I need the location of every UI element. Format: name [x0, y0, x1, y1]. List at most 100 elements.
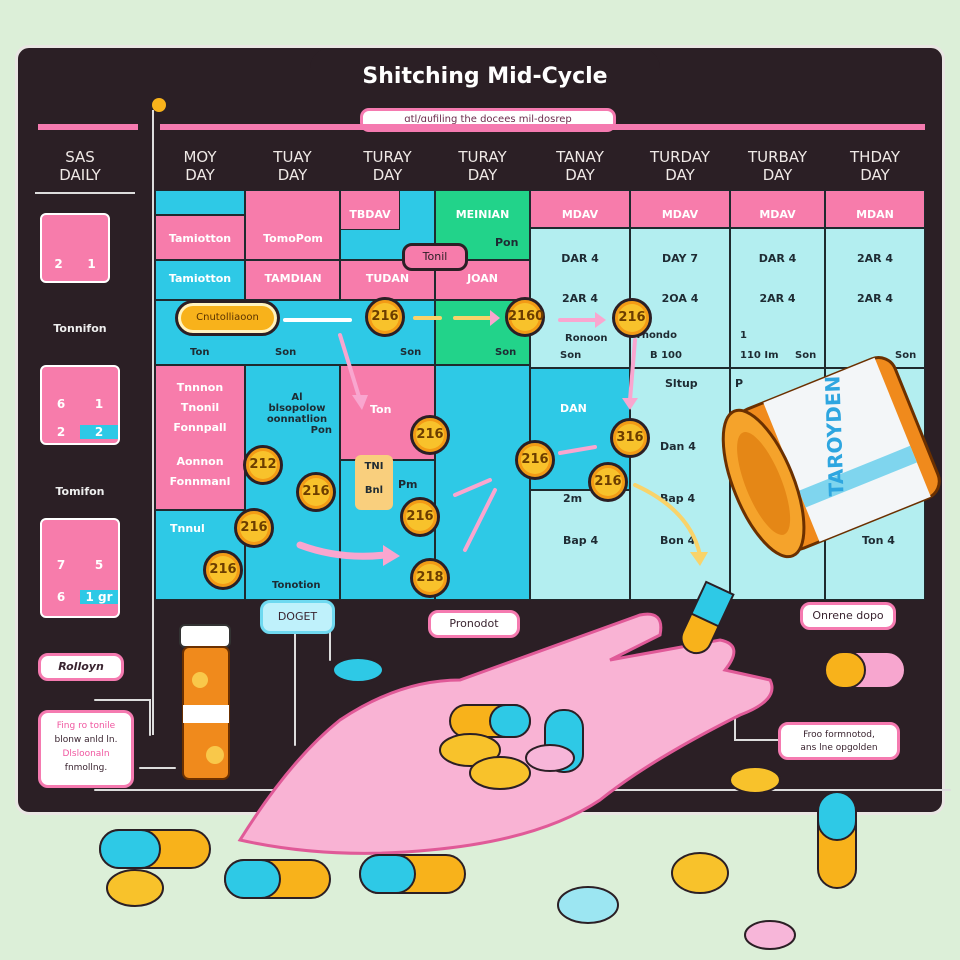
cell-text: TomoPom: [263, 232, 323, 245]
pill-coin: 216: [400, 497, 440, 537]
cell-text: Pon: [495, 236, 519, 249]
cell-text: Tamiotton: [168, 272, 232, 285]
cell-text: TBDAV: [349, 208, 391, 221]
cell-text: 2m: [563, 492, 583, 505]
cell-text: Dan 4: [660, 440, 696, 453]
cell-text: 2AR 4: [759, 292, 796, 305]
divider: [160, 124, 925, 130]
pill-coin: 212: [243, 445, 283, 485]
cell-text: 1: [740, 330, 747, 341]
cell: [630, 368, 730, 600]
pronodot-label: Pronodot: [428, 610, 520, 638]
cell-text: Son: [895, 350, 917, 361]
cell-text: Tnnul: [170, 522, 205, 535]
cell: [340, 190, 400, 230]
column-header: MDAV: [661, 208, 699, 221]
small-bottle-icon: [179, 624, 231, 780]
column-header-cell: [630, 190, 730, 228]
column-header: MDAV: [759, 208, 796, 221]
column-header-cell: [825, 190, 925, 228]
pill-coin: 218: [410, 558, 450, 598]
card-label: Tomifon: [55, 485, 105, 498]
cell-text: JOAN: [467, 272, 498, 285]
cell-text: Son: [495, 347, 517, 358]
connector-line: [152, 110, 154, 735]
cell: [530, 228, 630, 368]
cell-text: 110 Im: [740, 350, 779, 361]
pill-coin: 316: [610, 418, 650, 458]
cell-text: 2OA 4: [661, 292, 699, 305]
cell: [155, 260, 245, 300]
tag-label: Tonil: [402, 243, 468, 271]
pill-coin: 216: [234, 508, 274, 548]
cell-text: Thondo: [635, 330, 677, 341]
column-header-cell: [730, 190, 825, 228]
page-title: Shitching Mid-Cycle: [362, 64, 608, 89]
cell: [155, 365, 245, 510]
pill-coin: 216: [515, 440, 555, 480]
cell-text: Ton: [370, 403, 392, 416]
cell-text: DAN: [560, 402, 587, 415]
cell-text: DAR 4: [758, 252, 797, 265]
cell-text: 2AR 4: [856, 292, 894, 305]
cell-text: Bap 4: [563, 534, 599, 547]
cell: [155, 215, 245, 260]
capsule-icons: [99, 580, 906, 950]
cell-text: Sltup: [665, 377, 698, 390]
cell-text: Ronoon: [565, 333, 608, 344]
pill-coin: 216: [203, 550, 243, 590]
pill-coin: 216: [612, 298, 652, 338]
column-header: MDAV: [561, 208, 599, 221]
cell-text: Tamiotton: [168, 232, 232, 245]
divider: [38, 124, 138, 130]
cell-text: Pm: [398, 478, 418, 491]
cell: [155, 190, 245, 215]
pill-coin: 216: [410, 415, 450, 455]
cell: [245, 260, 340, 300]
cell: [245, 190, 340, 260]
cell-text: 2AR 4: [856, 252, 894, 265]
cell-text: P: [735, 377, 744, 390]
title-tab: [310, 48, 660, 108]
cell-text: Tonotion: [272, 580, 321, 591]
svg-text:TAROYDEN: TAROYDEN: [820, 375, 848, 497]
cell: [530, 490, 630, 600]
cell-text: DAR 4: [561, 252, 599, 265]
cell-text: Ton 4: [862, 534, 895, 547]
large-bottle-icon: TAROYDEN: [721, 356, 941, 559]
note-box: Froo formnotod,ans lne opgolden: [778, 722, 900, 760]
pill-coin: 216: [296, 472, 336, 512]
column-header: MDAN: [856, 208, 894, 221]
cell-text: Bap 4: [660, 492, 696, 505]
pin-icon: [152, 98, 166, 112]
onrene-label: Onrene dopo: [800, 602, 896, 630]
cell-text: Son: [795, 350, 817, 361]
cell-text: TUDAN: [365, 272, 410, 285]
column-header-cell: [530, 190, 630, 228]
pill-coin: 2160: [505, 297, 545, 337]
capsule-label: Cnutolliaoon: [175, 300, 280, 336]
doget-label: DOGET: [260, 600, 335, 634]
cell: [730, 228, 825, 368]
rollover-button[interactable]: Rolloyn: [38, 653, 124, 681]
cell-text: TAMDIAN: [264, 272, 322, 285]
cell-text: Son: [400, 347, 422, 358]
cell-text: 2AR 4: [561, 292, 599, 305]
